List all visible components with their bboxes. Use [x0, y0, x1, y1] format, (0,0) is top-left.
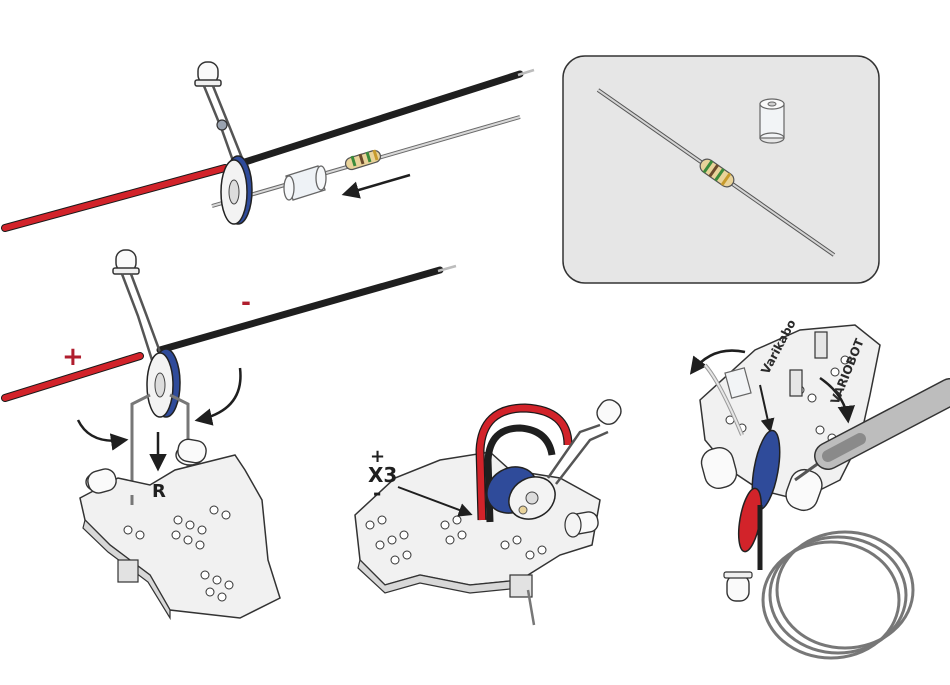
plus-label: + — [62, 342, 84, 372]
minus-label: - — [241, 288, 251, 316]
resistor-mark-label: R — [152, 481, 166, 502]
inset-components-panel — [563, 56, 879, 283]
capacitor-icon — [147, 349, 180, 417]
step1-wire-assembly — [5, 62, 534, 228]
black-wire — [160, 270, 440, 350]
red-wire — [5, 168, 225, 228]
black-wire — [245, 74, 520, 162]
tube-sleeve-icon — [760, 99, 784, 143]
led-icon — [113, 250, 160, 360]
tube-sleeve-icon — [284, 166, 326, 200]
capacitor-icon — [221, 156, 252, 224]
wire-coil — [763, 532, 913, 658]
x3-minus-label: - — [373, 481, 381, 505]
arrow-icon — [345, 175, 410, 194]
step4-soldering: Varikabo VARIOBOT — [692, 317, 950, 658]
resistor-icon — [344, 149, 382, 171]
step3-wire-bend — [355, 396, 625, 625]
